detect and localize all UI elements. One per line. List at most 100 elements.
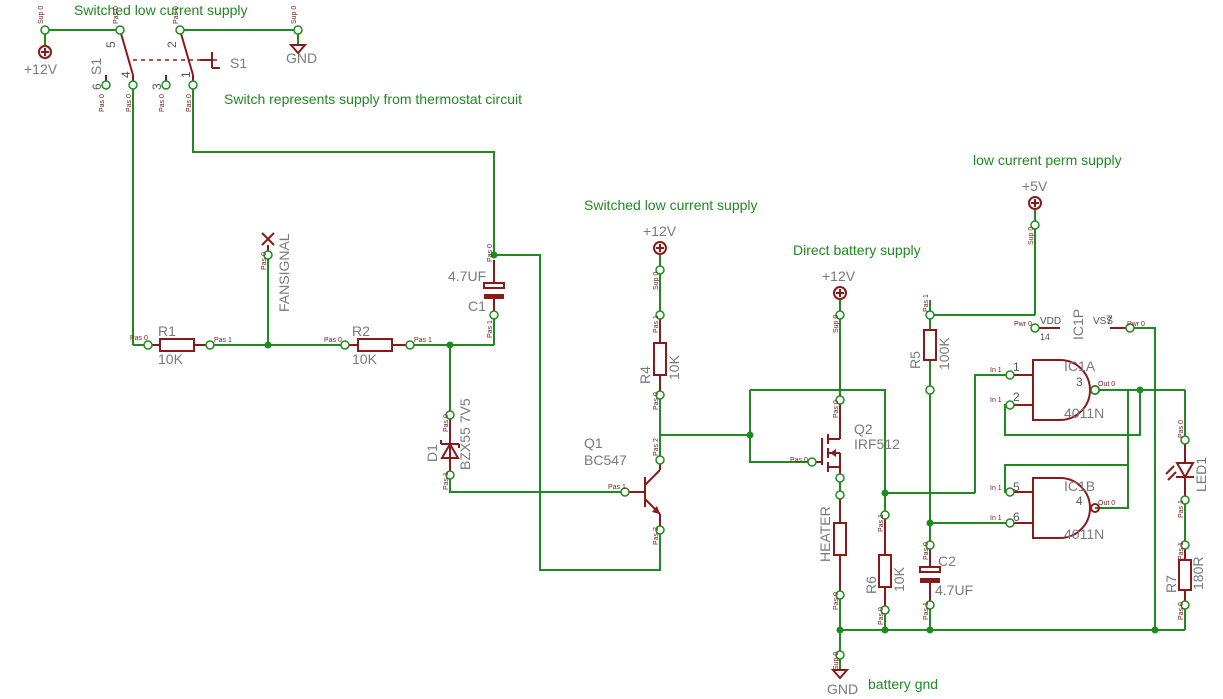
pin-s1-5: 5 [104, 41, 118, 48]
pin-s1-6: 6 [90, 83, 104, 90]
resistor-r5 [923, 329, 937, 361]
supply-12v-battery [833, 286, 847, 300]
tag-r4-b: Pas 0 [653, 392, 660, 410]
label-r7: R7 [1163, 575, 1179, 593]
tag-pas-s1-1: Pas 0 [186, 94, 193, 112]
label-q2-value: IRF512 [854, 436, 900, 452]
component-labels: S1 S1 R1 10K R2 10K FANSIGNAL 4.7UF C1 D… [88, 55, 1209, 598]
label-c2-value: 4.7UF [935, 582, 973, 598]
label-r2: R2 [352, 323, 370, 339]
tag-sup-3: Sup 0 [653, 272, 660, 290]
label-s1a: S1 [88, 58, 104, 75]
label-q1: Q1 [584, 435, 603, 451]
junction-gnd-1 [836, 626, 844, 634]
pin-ic1p-7: 7 [1106, 313, 1113, 327]
label-ic1b-value: 4011N [1064, 526, 1104, 542]
wire-to-q2-gate [749, 390, 812, 463]
note-direct-battery: Direct battery supply [793, 242, 921, 258]
note-switched-mid: Switched low current supply [584, 197, 758, 213]
mosfet-q2 [812, 400, 841, 478]
resistor-heater [833, 495, 847, 595]
label-d1: D1 [424, 444, 440, 462]
label-q2: Q2 [854, 421, 873, 437]
label-r6: R6 [863, 576, 879, 594]
annotations: Switched low current supply Switch repre… [74, 2, 1122, 692]
tag-r1-b: Pas 1 [214, 337, 232, 344]
label-c1: C1 [468, 298, 486, 314]
pin-numbers: 5 4 6 2 1 3 1 2 3 5 6 4 7 14 [90, 41, 1113, 524]
zener-d1 [440, 415, 460, 475]
supply-labels: +12V GND +12V +12V +5V GND [24, 50, 1048, 697]
tag-r6-a: Pas 1 [878, 514, 885, 532]
label-5v: +5V [1022, 178, 1048, 194]
tag-sup-6: Sup 0 [1028, 227, 1035, 245]
label-r7-value: 180R [1190, 557, 1206, 590]
note-low-current-perm: low current perm supply [973, 152, 1122, 168]
pin-s1-2: 2 [165, 41, 179, 48]
label-c1-value: 4.7UF [448, 268, 486, 284]
tag-ic1p-vss: Pwr 0 [1127, 321, 1145, 328]
tag-ic1b-6: In 1 [990, 515, 1002, 522]
tag-led-a: Pas 0 [1178, 420, 1185, 438]
pin-ic1p-14: 14 [1040, 332, 1050, 342]
pin-s1-4: 4 [119, 71, 133, 78]
pin-ic1b-4: 4 [1076, 494, 1083, 508]
label-ic1a: IC1A [1064, 358, 1096, 374]
label-r1: R1 [158, 323, 176, 339]
supply-gnd-top [288, 44, 308, 55]
tag-c1-a: Pas 0 [487, 244, 494, 262]
label-12v-battery: +12V [822, 268, 856, 284]
label-q1-value: BC547 [584, 452, 627, 468]
tag-pas-s1a: Pas 0 [113, 6, 120, 24]
label-led1: LED1 [1193, 457, 1209, 492]
resistor-r2 [345, 338, 410, 352]
label-12v-top: +12V [24, 61, 58, 77]
note-switch-represents: Switch represents supply from thermostat… [224, 91, 522, 107]
pin-rings [40, 25, 1190, 660]
tag-pas-s1b: Pas 0 [173, 6, 180, 24]
label-r5-value: 100K [936, 337, 952, 370]
junction-ic-out [1136, 386, 1144, 394]
capacitor-c1 [483, 260, 505, 315]
wire-c1-loop [494, 254, 661, 571]
tag-heater-b: Pas 0 [833, 592, 840, 610]
tag-r7-a: Pas 1 [1178, 542, 1185, 560]
tag-q2-g: Pas 0 [790, 457, 808, 464]
tag-r4-a: Pas 1 [653, 315, 660, 333]
supply-5v [1028, 196, 1042, 210]
label-r4-value: 10K [666, 354, 682, 380]
tag-d1-b: Pas 1 [443, 472, 450, 490]
tag-c1-b: Pas 1 [487, 320, 494, 338]
tag-r6-b: Pas 0 [878, 607, 885, 625]
tag-q1-c: Pas 2 [653, 438, 660, 456]
tag-ic1b-5: In 1 [990, 485, 1002, 492]
label-c2: C2 [938, 553, 956, 569]
label-ic1a-value: 4011N [1064, 405, 1104, 421]
junction-c2 [926, 519, 934, 527]
tag-r5-a: Pas 1 [923, 294, 930, 312]
tag-ic1b-4: Out 0 [1098, 500, 1115, 507]
wire-vss [1130, 327, 1156, 630]
junction-gnd-3 [926, 626, 934, 634]
label-12v-mid: +12V [643, 223, 677, 239]
pin-ic1b-5: 5 [1013, 480, 1020, 494]
pin-s1-1: 1 [179, 71, 193, 78]
supply-12v-mid [653, 241, 667, 255]
note-battery-gnd: battery gnd [868, 676, 938, 692]
tag-sup-4: Sup 0 [833, 315, 840, 333]
pin-s1-3: 3 [150, 83, 164, 90]
pin-ic1b-6: 6 [1013, 510, 1020, 524]
tag-led-b: Pas 1 [1178, 500, 1185, 518]
tag-ic1p-vdd: Pwr 0 [1014, 321, 1032, 328]
wire-ic1b-out [1095, 390, 1129, 509]
junction-r6 [881, 489, 889, 497]
junction-c1-top [490, 251, 498, 259]
switch-s1 [105, 29, 220, 85]
label-vdd: VDD [1040, 316, 1061, 327]
note-switched-top: Switched low current supply [74, 2, 248, 18]
label-gnd-top: GND [286, 50, 317, 66]
resistor-r1 [148, 338, 210, 352]
junction-gnd-4 [1151, 626, 1159, 634]
junctions [264, 251, 1159, 634]
